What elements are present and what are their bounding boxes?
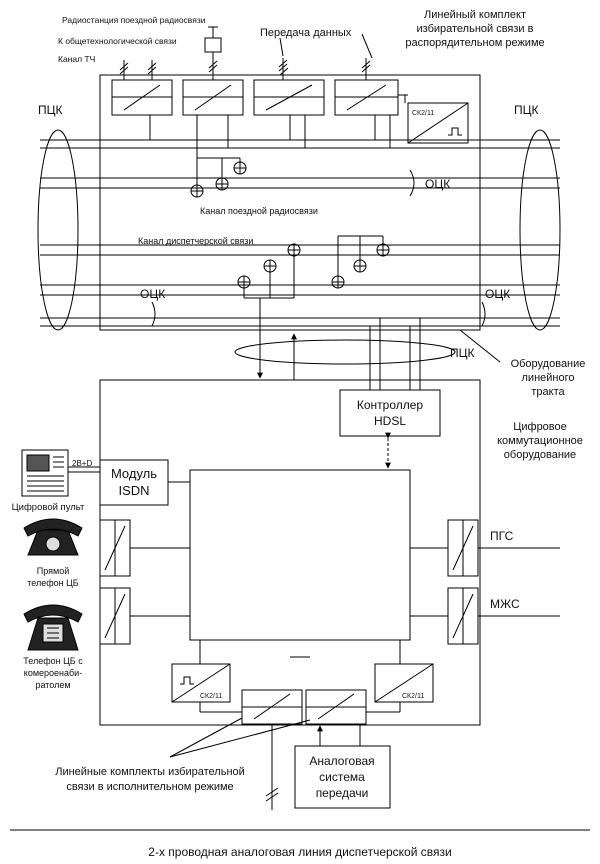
ock-lower-right-label: ОЦК [485,287,510,301]
ptsk-ellipse-bottom [234,339,456,365]
line-tract-label-1: Оборудование [511,358,586,370]
line-kit-bottom-label-2: связи в исполнительном режиме [66,781,233,793]
bottom-title: 2-х проводная аналоговая линия диспетчер… [148,845,451,859]
dial-phone-icon [23,604,83,651]
dispatch-channel-label: Канал диспетчерской связи [138,236,253,246]
isdn-label-1: Модуль [111,466,157,481]
sk-left-label: СК2/11 [200,693,222,700]
channel-tch-label: Канал ТЧ [58,54,95,64]
digital-console-icon [21,449,69,497]
line-kit-bottom-label-1: Линейные комплекты избирательной [55,766,245,778]
direct-phone-icon [23,518,83,556]
general-tech-label: К общетехнологической связи [58,36,177,46]
ock-lower-left-label: ОЦК [140,287,165,301]
radio-station-label: Радиостанция поездной радиосвязи [62,15,206,25]
line-kit-top-label-1: Линейный комплект [424,9,526,21]
isdn-label-2: ISDN [118,483,149,498]
direct-phone-label-1: Прямой [37,566,69,576]
hdsl-controller [339,389,441,437]
ptsk-ellipse-left [37,129,79,331]
line-tract-label-2: линейного [522,372,575,384]
line-tract-label-3: тракта [531,386,565,398]
switch-core [189,469,411,641]
sk-box-top [407,102,469,144]
ptsk-bottom-label: ПЦК [450,346,475,360]
sk-right-label: СК2/11 [402,693,424,700]
hdsl-label-1: Контроллер [357,398,424,412]
analog-label-1: Аналоговая [309,754,374,768]
direct-phone-label-2: телефон ЦБ [27,578,79,588]
hdsl-label-2: HDSL [374,414,406,428]
digital-console-label: Цифровой пульт [12,502,85,513]
ptsk-right-label: ПЦК [514,103,539,117]
analog-transmission-box [294,745,391,809]
dial-phone-label-3: ратолем [35,680,70,690]
ock-upper-label: ОЦК [425,177,450,191]
dial-phone-label-1: Телефон ЦБ с [23,656,83,666]
analog-label-3: передачи [316,786,369,800]
radio-station-box [204,37,222,53]
sk-box-right [374,663,434,703]
iface-2bd-label: 2B+D [72,459,92,468]
digital-switch-block [99,379,481,726]
line-kit-top-label-2: избирательной связи в [417,23,534,35]
sk-box-left [171,663,231,703]
digital-switch-label-1: Цифровое [513,421,567,433]
ptsk-left-label: ПЦК [38,103,63,117]
analog-label-2: система [319,770,365,784]
radio-channel-label: Канал поездной радиосвязи [200,206,318,216]
pgs-label: ПГС [490,529,514,543]
data-transfer-label: Передача данных [260,27,352,39]
mzhs-label: МЖС [490,597,520,611]
line-tract-block [99,74,481,331]
digital-switch-label-3: оборудование [504,449,576,461]
dial-phone-label-2: комероенаби- [24,668,82,678]
digital-switch-label-2: коммутационное [497,435,583,447]
line-kit-top-label-3: распорядительном режиме [405,37,544,49]
sk-top-label: СК2/11 [412,110,434,117]
ptsk-ellipse-right [519,129,561,331]
